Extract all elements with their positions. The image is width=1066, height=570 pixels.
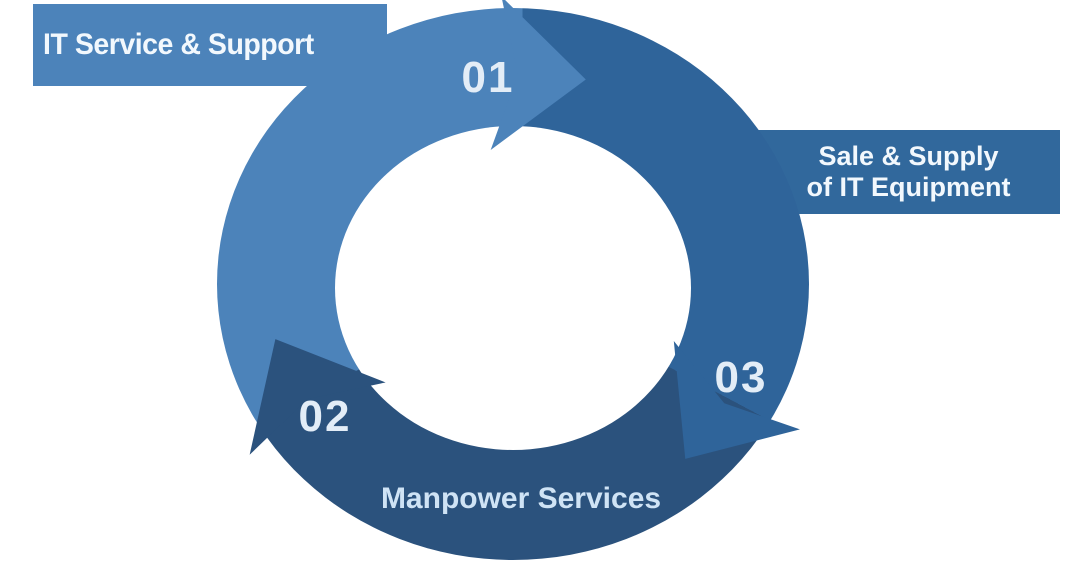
- manpower-services-label: Manpower Services: [380, 482, 662, 515]
- banner-sale-supply: Sale & Supply of IT Equipment: [757, 130, 1060, 214]
- arrow-step-02-icon: [249, 339, 386, 455]
- arrow-step-01-icon: [490, 0, 586, 150]
- banner-it-service-support: IT Service & Support: [33, 4, 387, 86]
- step-number-02: 02: [298, 392, 352, 441]
- banner-it-service-support-label: IT Service & Support: [43, 28, 314, 61]
- banner-sale-supply-line1: Sale & Supply: [818, 141, 999, 171]
- step-number-03: 03: [714, 353, 768, 402]
- cycle-ring-hole: [335, 126, 691, 450]
- banner-sale-supply-line2: of IT Equipment: [806, 172, 1011, 202]
- arrow-step-03-icon: [673, 341, 800, 459]
- step-number-01: 01: [461, 53, 515, 102]
